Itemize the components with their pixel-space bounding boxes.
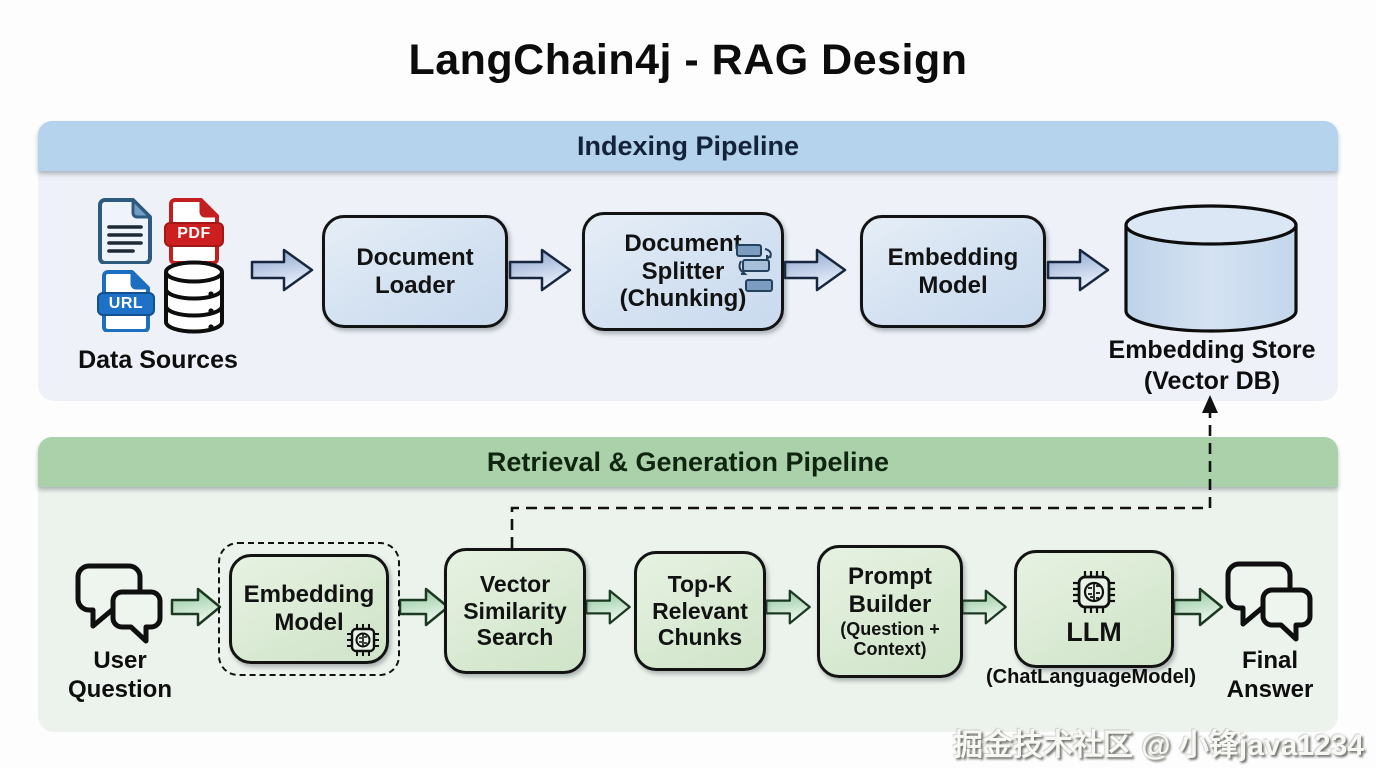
arrow-right-icon: [1172, 586, 1224, 628]
node-label-line: Builder: [848, 590, 932, 618]
document-splitter-node: Document Splitter (Chunking): [582, 212, 784, 331]
arrow-right-icon: [398, 586, 450, 628]
watermark-text: 掘金技术社区 @ 小锋java1234: [952, 729, 1364, 762]
arrow-right-icon: [783, 247, 847, 293]
node-label-line: (Chunking): [619, 285, 747, 313]
prompt-builder-node: Prompt Builder (Question + Context): [817, 545, 963, 678]
database-icon: [162, 260, 226, 334]
indexing-embedding-model-node: Embedding Model: [860, 215, 1046, 328]
node-label-line: Document: [356, 243, 474, 271]
node-label-line: Relevant: [652, 597, 748, 624]
node-label-line: Search: [476, 624, 554, 651]
user-question-line: User: [93, 647, 147, 674]
llm-node: LLM: [1014, 550, 1174, 668]
vector-db-cylinder-icon: [1122, 203, 1300, 335]
data-sources-label: Data Sources: [78, 346, 238, 374]
embedding-store-line: Embedding Store: [1108, 336, 1316, 364]
final-answer-line: Answer: [1226, 676, 1314, 704]
node-sublabel-line: Context): [853, 639, 927, 660]
retrieval-header-label: Retrieval & Generation Pipeline: [486, 446, 890, 477]
final-answer-line: Final: [1241, 647, 1298, 674]
indexing-panel-header: Indexing Pipeline: [38, 121, 1338, 171]
node-label-line: Splitter: [641, 257, 725, 285]
top-k-relevant-chunks-node: Top-K Relevant Chunks: [634, 551, 766, 671]
url-file-icon: URL: [96, 268, 156, 332]
arrow-right-icon: [764, 588, 812, 626]
node-sublabel-line: (Question +: [840, 618, 940, 639]
node-label-line: Top-K: [667, 570, 733, 597]
node-label-line: Vector: [479, 570, 551, 597]
arrow-right-icon: [960, 588, 1008, 626]
node-label-line: LLM: [1066, 617, 1122, 648]
final-answer-label: Final Answer: [1195, 646, 1345, 705]
pdf-badge-label: PDF: [177, 225, 211, 242]
user-question-line: Question: [67, 676, 172, 704]
chip-icon: [346, 623, 380, 657]
node-label-line: Embedding: [243, 581, 375, 609]
node-label-line: Model: [918, 271, 988, 299]
arrow-right-icon: [250, 247, 314, 293]
retrieval-embedding-model-node: Embedding Model: [229, 554, 389, 664]
url-badge-label: URL: [108, 295, 144, 312]
arrow-right-icon: [584, 588, 632, 626]
retrieval-panel-header: Retrieval & Generation Pipeline: [38, 437, 1338, 487]
indexing-pipeline-panel: Indexing Pipeline: [38, 121, 1338, 401]
chip-brain-icon: [1071, 569, 1117, 615]
node-label-line: Embedding: [887, 243, 1019, 271]
user-question-chat-icon: [72, 560, 167, 652]
node-label-line: Prompt: [848, 562, 932, 590]
node-label-line: Loader: [374, 271, 455, 299]
node-label-line: Model: [274, 609, 344, 636]
retrieval-embedding-model-dashed-wrap: Embedding Model: [218, 542, 400, 676]
document-loader-node: Document Loader: [322, 215, 508, 328]
chunks-icon: [733, 243, 777, 295]
embedding-store-label: Embedding Store (Vector DB): [1086, 335, 1338, 396]
indexing-header-label: Indexing Pipeline: [576, 130, 800, 161]
user-question-label: User Question: [45, 646, 195, 705]
llm-caption: (ChatLanguageModel): [986, 666, 1196, 688]
arrow-right-icon: [1046, 247, 1110, 293]
text-document-icon: [96, 196, 154, 264]
node-label-line: Similarity: [463, 597, 567, 624]
vector-similarity-search-node: Vector Similarity Search: [444, 548, 586, 674]
node-label-line: Chunks: [657, 624, 743, 651]
page-title: LangChain4j - RAG Design: [408, 36, 968, 84]
arrow-right-icon: [508, 247, 572, 293]
node-label-line: Document: [624, 229, 742, 257]
embedding-store-line: (Vector DB): [1143, 366, 1281, 395]
final-answer-chat-icon: [1222, 558, 1317, 650]
arrow-right-icon: [170, 586, 222, 628]
pdf-file-icon: PDF: [163, 196, 225, 264]
